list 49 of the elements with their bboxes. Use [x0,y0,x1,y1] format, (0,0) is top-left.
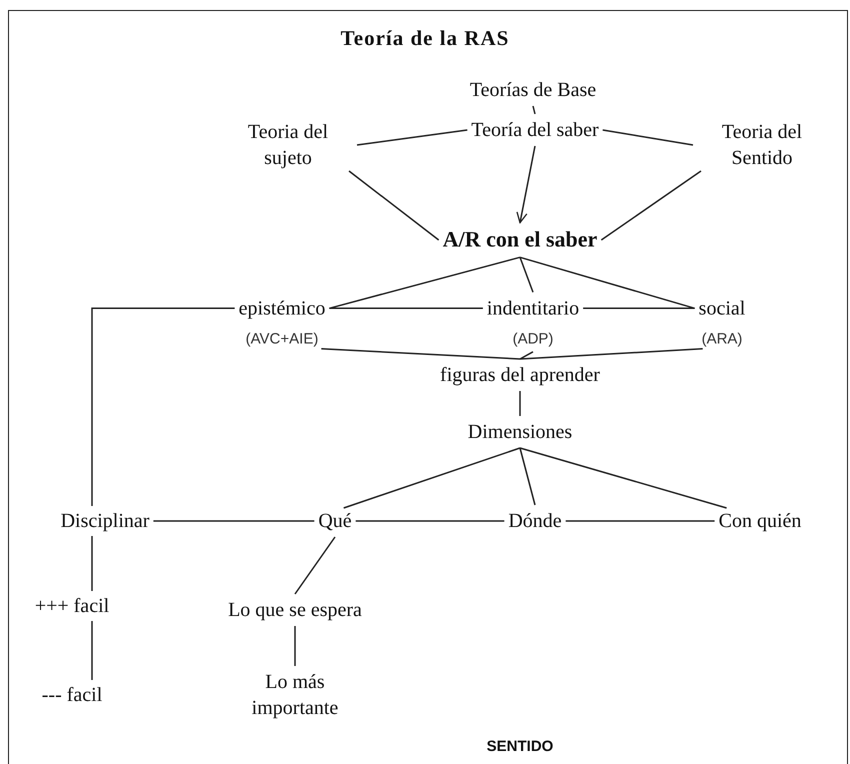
connector-line [519,257,534,293]
node-text: social [698,296,746,322]
connector-line [91,536,93,591]
node-text: Teoria del sujeto [246,120,330,171]
connector-line [519,391,521,416]
node-text: indentitario [486,296,580,322]
connector-line [519,448,536,506]
connector-line [348,170,440,241]
node-text: Teoría del saber [471,118,599,143]
connector-line [520,256,695,310]
node-subtext: (ARA) [702,329,742,349]
node-text: Teorías de Base [470,78,596,103]
node-text: +++ facil [34,594,110,619]
node-text: Disciplinar [60,509,150,534]
connector-line [329,308,483,310]
connector-line [583,308,695,310]
node-text: figuras del aprender [440,363,600,388]
node-text: Lo que se espera [228,598,362,623]
diagram-title: Teoría de la RAS [340,26,510,51]
node-text: --- facil [42,683,102,708]
node-text: Lo más importante [250,670,340,721]
connector-line [520,351,534,360]
node-text: Con quién [718,509,802,534]
connector-line [329,256,520,310]
node-subtext: (AVC+AIE) [246,329,318,349]
node-text: Teoria del Sentido [720,120,804,171]
node-text: A/R con el saber [442,226,598,254]
connector-line [343,447,520,509]
connector-line [602,129,694,146]
footer-label: SENTIDO [486,738,554,755]
connector-line [91,621,93,680]
node-text: epistémico [238,296,326,322]
connector-line [532,106,536,114]
connector-line [600,170,702,241]
connector-line [153,520,314,522]
connector-line [294,536,336,594]
node-text: Qué [318,509,352,534]
connector-line [520,348,703,360]
node-subtext: (ADP) [512,329,554,349]
node-text: Dimensiones [468,420,572,445]
node-text: Dónde [508,509,562,534]
connector-line [520,447,727,509]
connector-line [566,520,715,522]
connector-line [356,520,504,522]
connector-line [91,308,235,506]
connector-line [356,129,468,146]
connector-line [294,626,296,666]
arrow [516,146,536,224]
connector-line [321,348,520,360]
